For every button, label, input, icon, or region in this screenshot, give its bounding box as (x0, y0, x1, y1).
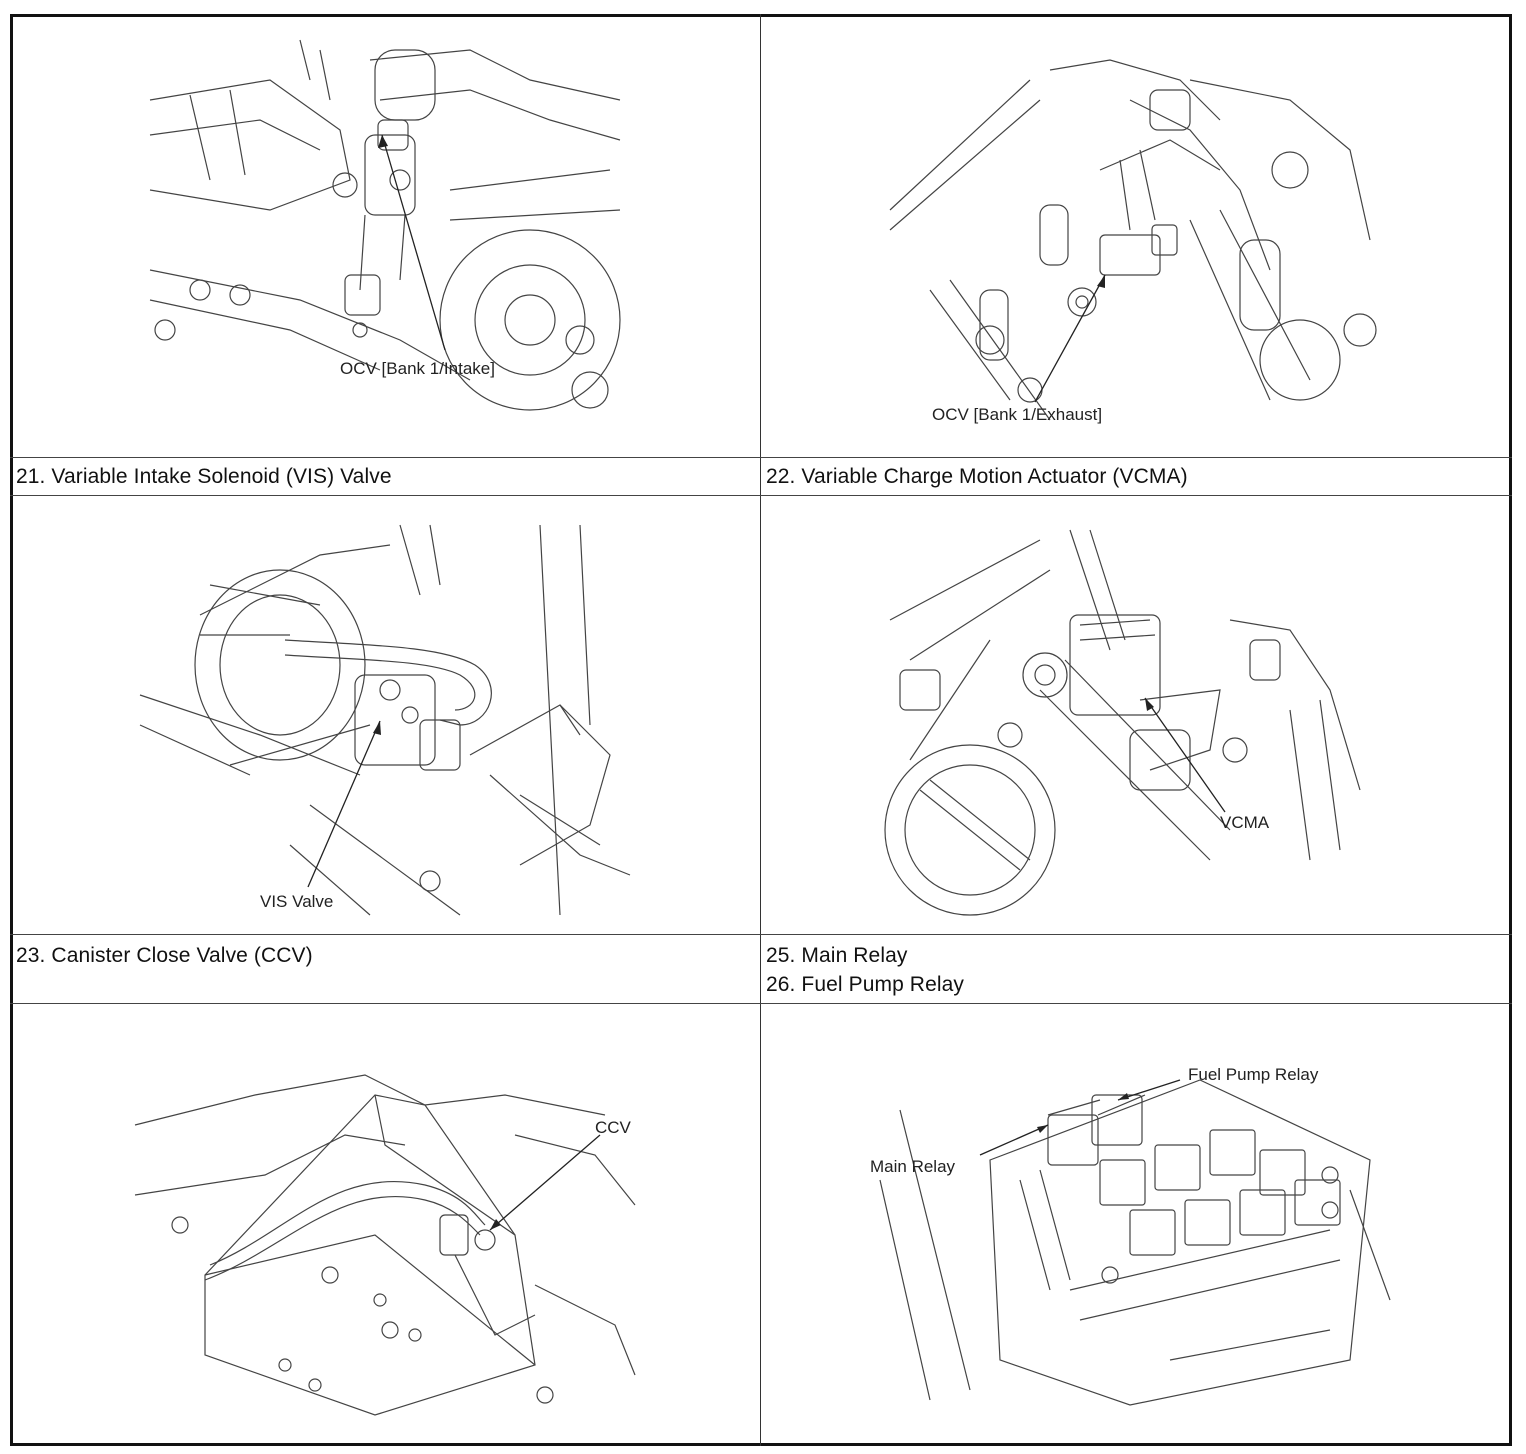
vis-valve-illustration: VIS Valve (140, 525, 630, 915)
row-divider (10, 457, 1512, 458)
row-divider (10, 495, 1512, 496)
column-divider (760, 14, 761, 1446)
ocv-intake-illustration: OCV [Bank 1/Intake] (150, 40, 620, 420)
relay-box-illustration: Main Relay Fuel Pump Relay (870, 1065, 1390, 1405)
caption-fuel-pump-relay: 26. Fuel Pump Relay (766, 973, 964, 996)
vis-valve-callout: VIS Valve (260, 892, 333, 911)
row-divider (10, 1003, 1512, 1004)
caption-vis-valve: 21. Variable Intake Solenoid (VIS) Valve (16, 465, 392, 488)
document-frame (10, 14, 1512, 1446)
ocv-intake-callout: OCV [Bank 1/Intake] (340, 359, 495, 378)
main-relay-callout: Main Relay (870, 1157, 956, 1176)
ocv-exhaust-illustration: OCV [Bank 1/Exhaust] (890, 40, 1390, 424)
ccv-callout: CCV (595, 1118, 632, 1137)
fuel-pump-relay-callout: Fuel Pump Relay (1188, 1065, 1319, 1084)
ccv-illustration: CCV (135, 1035, 635, 1420)
caption-ccv: 23. Canister Close Valve (CCV) (16, 944, 313, 967)
vcma-callout: VCMA (1220, 813, 1270, 832)
row-divider (10, 934, 1512, 935)
caption-main-relay: 25. Main Relay (766, 944, 908, 967)
vcma-illustration: VCMA (890, 530, 1380, 900)
caption-vcma: 22. Variable Charge Motion Actuator (VCM… (766, 465, 1188, 488)
ocv-exhaust-callout: OCV [Bank 1/Exhaust] (932, 405, 1102, 424)
